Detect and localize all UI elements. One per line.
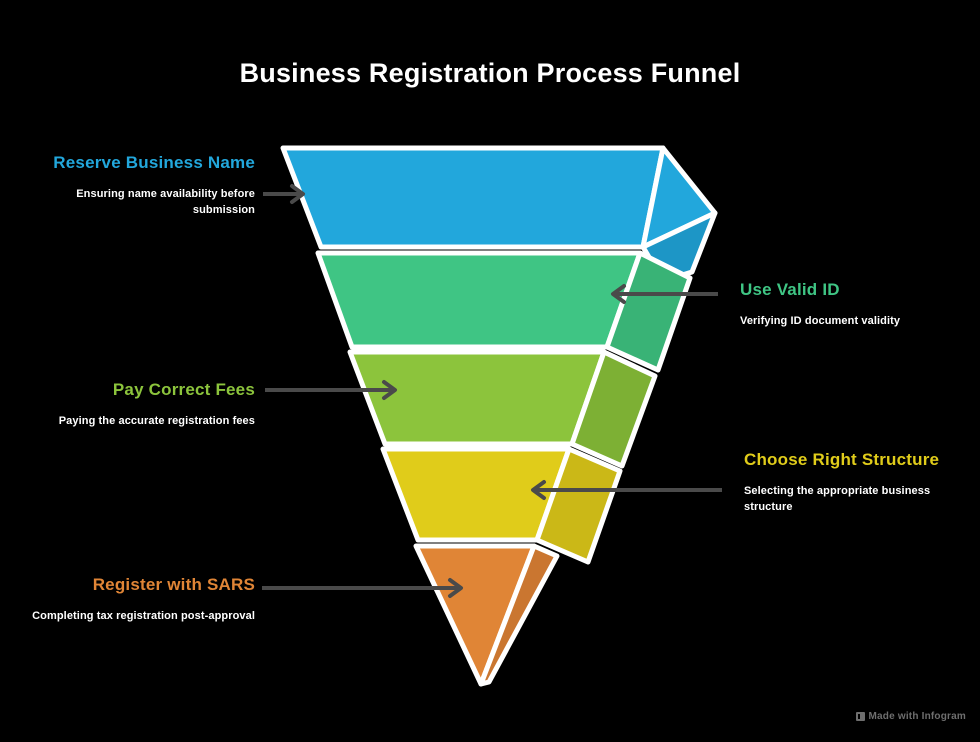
connector-arrows xyxy=(262,184,722,598)
funnel-stage-5[interactable] xyxy=(413,543,560,687)
stage-label-4-title: Choose Right Structure xyxy=(744,450,940,469)
stage-label-2[interactable]: Use Valid ID Verifying ID document valid… xyxy=(740,279,955,329)
connector-arrowhead-stage-2 xyxy=(611,284,626,304)
stage-label-1-description: Ensuring name availability before submis… xyxy=(76,188,255,216)
stage-label-4-description: Selecting the appropriate business struc… xyxy=(744,485,931,513)
funnel-stage-2-front xyxy=(315,250,643,350)
funnel-stage-3-side xyxy=(569,349,658,469)
stage-label-5-title: Register with SARS xyxy=(92,575,255,594)
stage-label-3-title: Pay Correct Fees xyxy=(112,380,255,399)
stage-label-5-description: Completing tax registration post-approva… xyxy=(32,610,255,622)
watermark-text: Made with Infogram xyxy=(868,711,966,722)
infogram-logo-icon xyxy=(855,712,865,721)
funnel-stage-4-side xyxy=(534,446,623,565)
stage-label-2-title: Use Valid ID xyxy=(740,280,840,299)
page-title: Business Registration Process Funnel xyxy=(239,58,741,88)
stage-label-5[interactable]: Register with SARS Completing tax regist… xyxy=(30,574,255,624)
stage-label-1[interactable]: Reserve Business Name Ensuring name avai… xyxy=(30,152,255,218)
stage-label-1-title: Reserve Business Name xyxy=(53,153,255,172)
connector-arrowhead-stage-4 xyxy=(531,480,546,500)
connector-arrowhead-stage-3 xyxy=(382,380,397,400)
funnel-stage-4[interactable] xyxy=(380,446,623,565)
funnel-stage-1-front xyxy=(280,145,666,250)
funnel-stage-2-side xyxy=(604,250,693,373)
funnel-stage-3[interactable] xyxy=(347,349,658,469)
connector-arrowhead-stage-1 xyxy=(290,184,305,204)
funnel-stage-2[interactable] xyxy=(315,250,693,373)
funnel-stage-5-side xyxy=(478,543,560,687)
stage-label-2-description: Verifying ID document validity xyxy=(740,315,901,327)
stage-label-4[interactable]: Choose Right Structure Selecting the app… xyxy=(744,449,944,515)
stage-label-3-description: Paying the accurate registration fees xyxy=(58,415,255,427)
stage-label-3[interactable]: Pay Correct Fees Paying the accurate reg… xyxy=(40,379,255,429)
funnel-stage-3-front xyxy=(347,349,607,447)
connector-arrowhead-stage-5 xyxy=(448,578,463,598)
watermark[interactable]: Made with Infogram xyxy=(855,711,967,722)
